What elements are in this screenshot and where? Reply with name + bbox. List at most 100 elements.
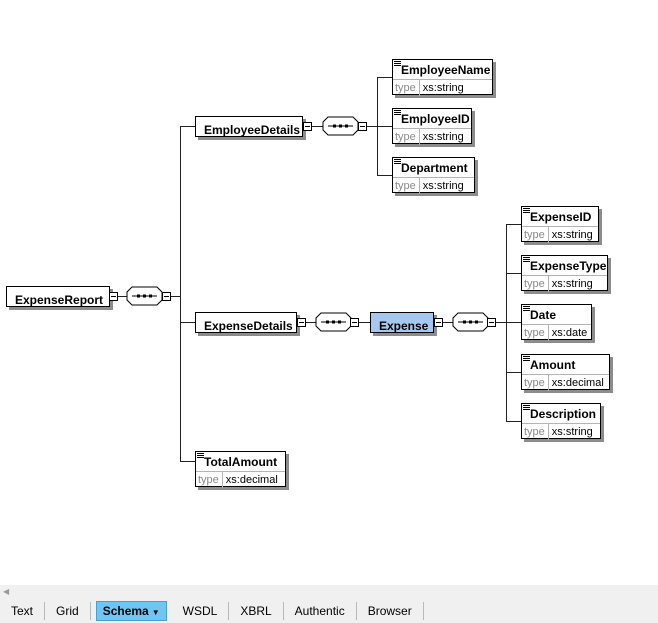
connector (359, 322, 370, 323)
connector (180, 461, 195, 462)
dropdown-arrow-icon[interactable]: ▼ (151, 608, 160, 617)
tab-text[interactable]: Text (0, 602, 46, 620)
type-value: xs:string (422, 180, 464, 192)
sequence-compositor-icon[interactable] (322, 116, 359, 136)
connector (180, 126, 195, 127)
tab-wsdl[interactable]: WSDL (172, 602, 230, 620)
element-name: Description (530, 407, 597, 421)
tab-schema[interactable]: Schema▼ (95, 601, 167, 621)
tab-browser[interactable]: Browser (357, 602, 424, 620)
connector (367, 126, 377, 127)
connector (496, 322, 506, 323)
element-name: ExpenseType (530, 259, 607, 273)
annotation-icon (523, 208, 530, 213)
element-name: EmployeeDetails (204, 123, 301, 137)
element-name: ExpenseID (530, 210, 592, 224)
connector (377, 77, 392, 78)
scroll-left-arrow-icon[interactable]: ◀ (3, 587, 10, 596)
element-expense-details[interactable]: ExpenseDetails (195, 312, 297, 333)
element-name: Expense (379, 319, 429, 333)
collapse-toggle[interactable] (350, 318, 359, 327)
type-value: xs:decimal (225, 474, 278, 486)
connector (171, 296, 180, 297)
type-label: type (196, 472, 223, 488)
element-name: ExpenseReport (15, 293, 104, 307)
type-label: type (393, 129, 420, 145)
type-value: xs:string (422, 82, 464, 94)
tab-label: Authentic (294, 604, 345, 618)
tab-label: Grid (56, 604, 79, 618)
type-value: xs:date (551, 327, 588, 339)
collapse-toggle[interactable] (109, 292, 118, 301)
type-value: xs:string (551, 229, 593, 241)
element-name: Date (530, 308, 557, 322)
annotation-icon (394, 159, 401, 164)
element-name: ExpenseDetails (204, 319, 293, 333)
type-value: xs:string (422, 131, 464, 143)
sequence-compositor-icon[interactable] (452, 312, 489, 332)
connector (506, 372, 521, 373)
element-name: TotalAmount (204, 455, 278, 469)
element-name: EmployeeID (401, 112, 470, 126)
type-value: xs:string (551, 426, 593, 438)
annotation-icon (523, 356, 530, 361)
annotation-icon (523, 306, 530, 311)
connector (306, 322, 316, 323)
collapse-toggle[interactable] (487, 318, 496, 327)
connector (443, 322, 453, 323)
sequence-compositor-icon[interactable] (315, 312, 352, 332)
tab-label: Schema (102, 604, 149, 618)
connector (506, 421, 521, 422)
connector (118, 296, 127, 297)
tab-label: WSDL (182, 604, 218, 618)
collapse-toggle[interactable] (358, 122, 367, 131)
connector (180, 126, 181, 461)
annotation-icon (523, 257, 530, 262)
tab-label: Browser (367, 604, 412, 618)
type-value: xs:decimal (551, 377, 604, 389)
annotation-icon (197, 453, 204, 458)
type-value: xs:string (551, 278, 593, 290)
tab-label: Text (11, 604, 34, 618)
view-tabs: Text Grid Schema▼ WSDL XBRL Authentic Br… (0, 600, 424, 622)
type-label: type (522, 276, 549, 292)
connector (377, 175, 392, 176)
type-label: type (522, 424, 549, 440)
collapse-toggle[interactable] (303, 122, 312, 131)
element-employee-details[interactable]: EmployeeDetails (195, 116, 303, 137)
collapse-toggle[interactable] (162, 292, 171, 301)
tab-label: XBRL (240, 604, 272, 618)
collapse-toggle[interactable] (434, 318, 443, 327)
element-name: Department (401, 161, 468, 175)
element-name: EmployeeName (401, 63, 491, 77)
tab-authentic[interactable]: Authentic (284, 602, 357, 620)
tab-xbrl[interactable]: XBRL (229, 602, 284, 620)
connector (312, 126, 323, 127)
element-expense[interactable]: Expense (370, 312, 434, 333)
connector (506, 322, 521, 323)
tab-grid[interactable]: Grid (45, 602, 91, 620)
type-label: type (522, 375, 549, 391)
annotation-icon (394, 110, 401, 115)
view-tab-bar: ◀ Text Grid Schema▼ WSDL XBRL Authentic … (0, 585, 658, 623)
sequence-compositor-icon[interactable] (126, 286, 163, 306)
type-label: type (393, 178, 420, 194)
connector (180, 322, 195, 323)
collapse-toggle[interactable] (297, 318, 306, 327)
connector (377, 126, 392, 127)
annotation-icon (523, 405, 530, 410)
schema-diagram-canvas[interactable]: ExpenseReport EmployeeDetails EmployeeNa… (0, 0, 658, 585)
element-expense-report[interactable]: ExpenseReport (6, 286, 110, 307)
connector (506, 273, 521, 274)
element-name: Amount (530, 358, 576, 372)
connector (506, 224, 521, 225)
